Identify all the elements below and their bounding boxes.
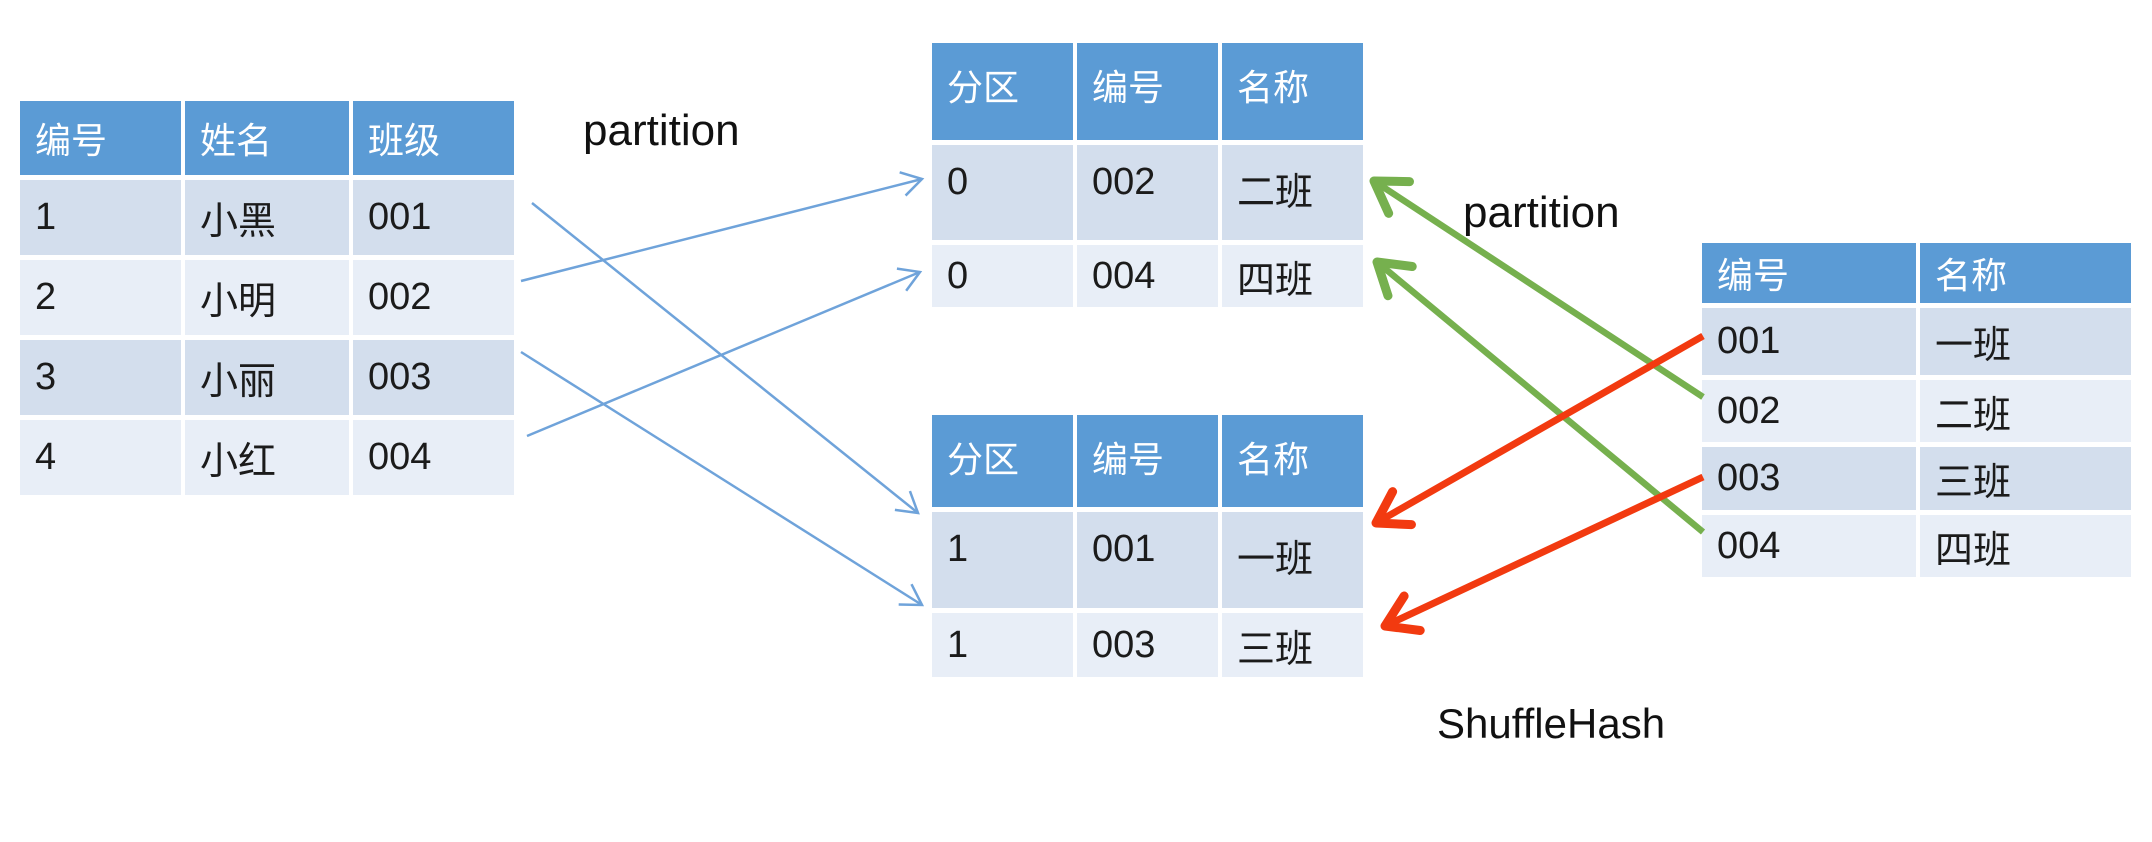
table-cell: 1: [932, 512, 1073, 608]
header-cell: 名称: [1920, 243, 2131, 303]
partition-label-right: partition: [1463, 188, 1620, 237]
red-arrow-right-001-to-partition1: [1371, 332, 1705, 530]
table-cell: 一班: [1222, 512, 1363, 608]
table-cell: 003: [1702, 447, 1916, 510]
header-cell: 名称: [1222, 43, 1363, 140]
table-cell: 四班: [1222, 245, 1363, 307]
table-cell: 004: [353, 420, 514, 495]
table-cell: 001: [1702, 308, 1916, 375]
blue-arrow-left-003-to-partition1: [520, 350, 925, 607]
header-row: 编号姓名班级: [20, 101, 514, 175]
partition-label-left: partition: [583, 106, 740, 155]
header-cell: 分区: [932, 43, 1073, 140]
header-cell: 编号: [1077, 43, 1218, 140]
table-cell: 小明: [185, 260, 349, 335]
table-cell: 001: [353, 180, 514, 255]
header-cell: 编号: [20, 101, 181, 175]
table-cell: 4: [20, 420, 181, 495]
table-cell: 小黑: [185, 180, 349, 255]
header-cell: 编号: [1702, 243, 1916, 303]
header-row: 编号名称: [1702, 243, 2131, 303]
table-cell: 003: [1077, 613, 1218, 677]
red-arrow-right-003-to-partition1: [1380, 473, 1705, 635]
table-cell: 001: [1077, 512, 1218, 608]
header-row: 分区编号名称: [932, 43, 1363, 140]
header-cell: 编号: [1077, 415, 1218, 507]
table-cell: 1: [932, 613, 1073, 677]
table-cell: 四班: [1920, 515, 2131, 577]
table-cell: 3: [20, 340, 181, 415]
table-cell: 三班: [1920, 447, 2131, 510]
header-cell: 分区: [932, 415, 1073, 507]
table-cell: 小丽: [185, 340, 349, 415]
blue-arrow-left-002-to-partition0: [520, 171, 925, 283]
green-arrow-right-004-to-partition0: [1372, 257, 1706, 535]
blue-arrow-left-004-to-partition0: [526, 267, 923, 438]
table-cell: 003: [353, 340, 514, 415]
table-cell: 002: [1702, 380, 1916, 442]
table-cell: 2: [20, 260, 181, 335]
table-cell: 一班: [1920, 308, 2131, 375]
header-row: 分区编号名称: [932, 415, 1363, 507]
header-cell: 班级: [353, 101, 514, 175]
table-cell: 002: [1077, 145, 1218, 240]
table-cell: 1: [20, 180, 181, 255]
table-cell: 小红: [185, 420, 349, 495]
header-cell: 名称: [1222, 415, 1363, 507]
table-cell: 二班: [1920, 380, 2131, 442]
shufflehash-label: ShuffleHash: [1437, 700, 1666, 747]
table-cell: 0: [932, 245, 1073, 307]
table-cell: 004: [1702, 515, 1916, 577]
table-cell: 0: [932, 145, 1073, 240]
table-cell: 三班: [1222, 613, 1363, 677]
header-cell: 姓名: [185, 101, 349, 175]
table-cell: 002: [353, 260, 514, 335]
table-cell: 二班: [1222, 145, 1363, 240]
blue-arrow-left-001-to-partition1: [531, 202, 920, 515]
table-cell: 004: [1077, 245, 1218, 307]
